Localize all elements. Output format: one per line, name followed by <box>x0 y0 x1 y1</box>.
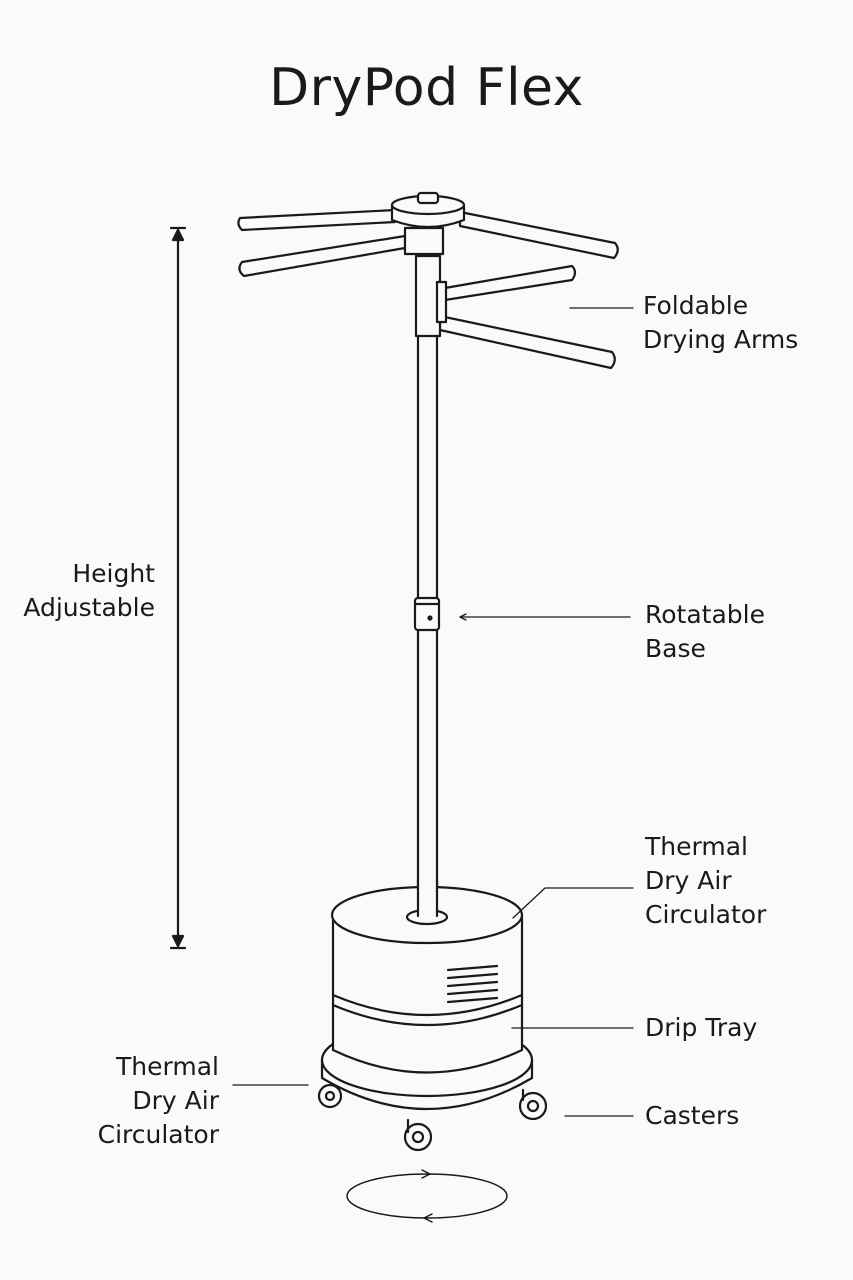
drying-arms <box>237 208 619 370</box>
leader-lines <box>232 307 634 1117</box>
label-line: Casters <box>645 1101 740 1130</box>
label-line: Drip Tray <box>645 1013 758 1042</box>
rotation-arrow-icon <box>346 1169 508 1223</box>
label-line: Circulator <box>97 1120 219 1149</box>
label-thermal-circulator-left: Thermal Dry Air Circulator <box>98 1050 219 1152</box>
label-height-adjustable: Height Adjustable <box>23 557 155 625</box>
pole <box>403 226 448 920</box>
label-casters: Casters <box>645 1099 739 1133</box>
height-dimension-line <box>169 226 187 950</box>
label-line: Drying Arms <box>643 325 799 354</box>
top-hub <box>390 191 466 229</box>
label-line: Rotatable <box>645 600 765 629</box>
page-title: DryPod Flex <box>269 58 584 118</box>
vent-icon <box>446 964 499 1004</box>
label-foldable-drying-arms: Foldable Drying Arms <box>643 289 798 357</box>
label-line: Height <box>72 559 155 588</box>
label-line: Thermal <box>116 1052 219 1081</box>
base-unit <box>320 878 534 1111</box>
label-line: Thermal <box>645 832 748 861</box>
label-line: Dry Air <box>132 1086 219 1115</box>
label-line: Circulator <box>645 900 767 929</box>
label-line: Dry Air <box>645 866 732 895</box>
casters <box>317 1083 548 1152</box>
label-line: Foldable <box>643 291 749 320</box>
label-rotatable-base: Rotatable Base <box>645 598 765 666</box>
label-drip-tray: Drip Tray <box>645 1011 757 1045</box>
label-line: Adjustable <box>23 593 155 622</box>
label-line: Base <box>645 634 706 663</box>
label-thermal-circulator-right: Thermal Dry Air Circulator <box>645 830 766 932</box>
